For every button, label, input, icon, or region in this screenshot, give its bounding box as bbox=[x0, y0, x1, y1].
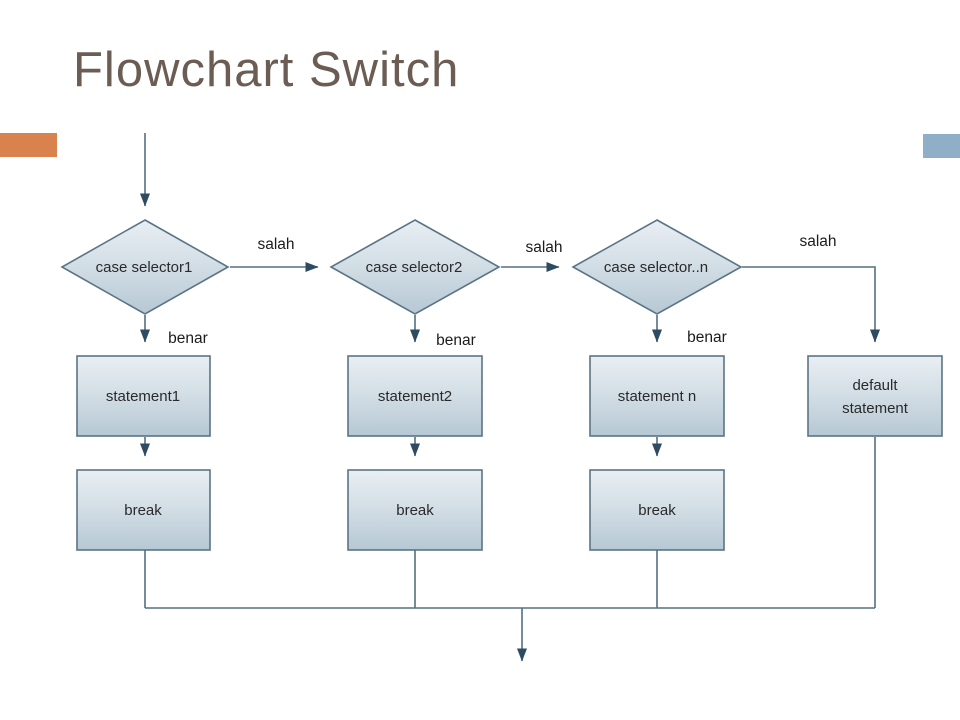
decision-case-selector1 bbox=[60, 219, 230, 315]
statement1-box bbox=[76, 355, 211, 437]
statement2-label: statement2 bbox=[378, 388, 452, 405]
break3-label: break bbox=[638, 502, 676, 519]
decision-case-selector-n-label: case selector..n bbox=[604, 259, 708, 276]
decision-case-selector-n bbox=[571, 219, 743, 315]
default-statement-label-line1: default bbox=[852, 377, 898, 394]
benar-label-1: benar bbox=[168, 330, 208, 347]
statement1-label: statement1 bbox=[106, 388, 180, 405]
decision-case-selector1-label: case selector1 bbox=[96, 259, 193, 276]
salah-edge-3 bbox=[742, 266, 880, 343]
break1-box bbox=[76, 469, 211, 551]
decision-case-selector2-label: case selector2 bbox=[366, 259, 463, 276]
salah-label-3: salah bbox=[799, 233, 836, 250]
break3-box bbox=[589, 469, 725, 551]
right-accent-bar bbox=[923, 134, 960, 158]
statement-n-box bbox=[589, 355, 725, 437]
decision-case-selector2 bbox=[329, 219, 501, 315]
break2-box bbox=[347, 469, 483, 551]
salah-label-2: salah bbox=[525, 239, 562, 256]
salah-label-1: salah bbox=[257, 236, 294, 253]
left-accent-bar bbox=[0, 133, 57, 157]
default-statement-box bbox=[807, 355, 943, 437]
statement2-box bbox=[347, 355, 483, 437]
break1-label: break bbox=[124, 502, 162, 519]
benar-label-2: benar bbox=[436, 332, 476, 349]
default-statement-label-line2: statement bbox=[842, 400, 909, 417]
break2-label: break bbox=[396, 502, 434, 519]
slide-title: Flowchart Switch bbox=[73, 43, 460, 97]
benar-label-3: benar bbox=[687, 329, 727, 346]
statement-n-label: statement n bbox=[618, 388, 696, 405]
